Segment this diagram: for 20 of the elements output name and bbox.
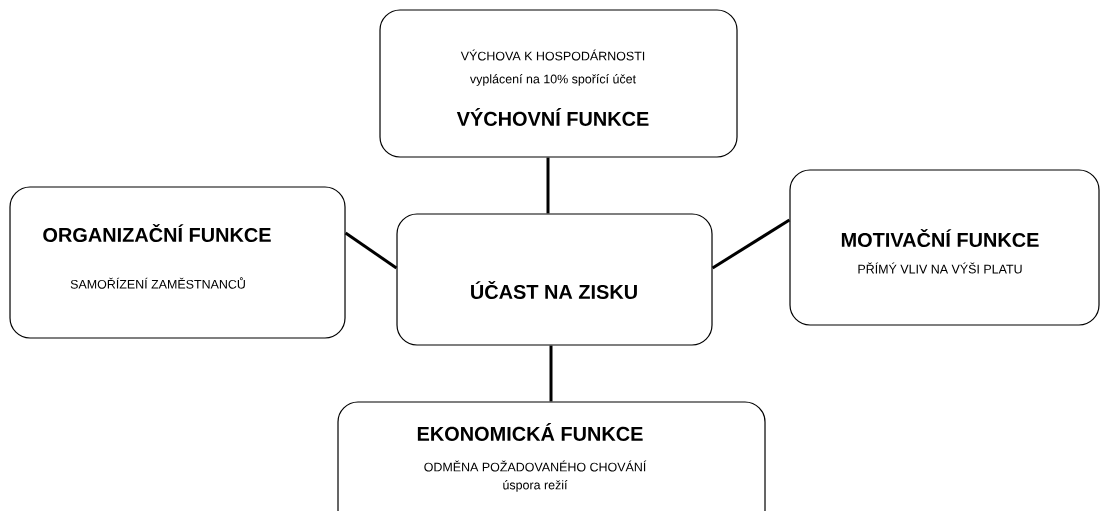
description-text: VÝCHOVA K HOSPODÁRNOSTI: [460, 49, 645, 61]
description-text: PŘÍMÝ VLIV NA VÝŠI PLATU: [858, 262, 1022, 274]
heading-text: EKONOMICKÁ FUNKCE: [417, 423, 643, 441]
connector-line: [549, 345, 553, 402]
heading-text: VÝCHOVNÍ FUNKCE: [456, 108, 649, 126]
function-box: [379, 9, 738, 158]
function-box: [337, 401, 766, 511]
heading-text: ÚČAST NA ZISKU: [471, 281, 637, 299]
function-box: [9, 186, 346, 339]
function-box: [396, 213, 713, 346]
description-text: úspora režií: [503, 480, 568, 492]
connector-line: [344, 231, 398, 270]
description-text: vyplácení na 10% spořící účet: [470, 74, 636, 86]
connector-line: [711, 218, 791, 270]
heading-text: ORGANIZAČNÍ FUNKCE: [43, 224, 271, 242]
function-box: [789, 169, 1100, 326]
description-text: SAMOŘÍZENÍ ZAMĚSTNANCŮ: [70, 277, 245, 289]
description-text: ODMĚNA POŽADOVANÉHO CHOVÁNÍ: [424, 460, 647, 472]
connector-line: [546, 157, 550, 214]
heading-text: MOTIVAČNÍ FUNKCE: [841, 229, 1039, 247]
